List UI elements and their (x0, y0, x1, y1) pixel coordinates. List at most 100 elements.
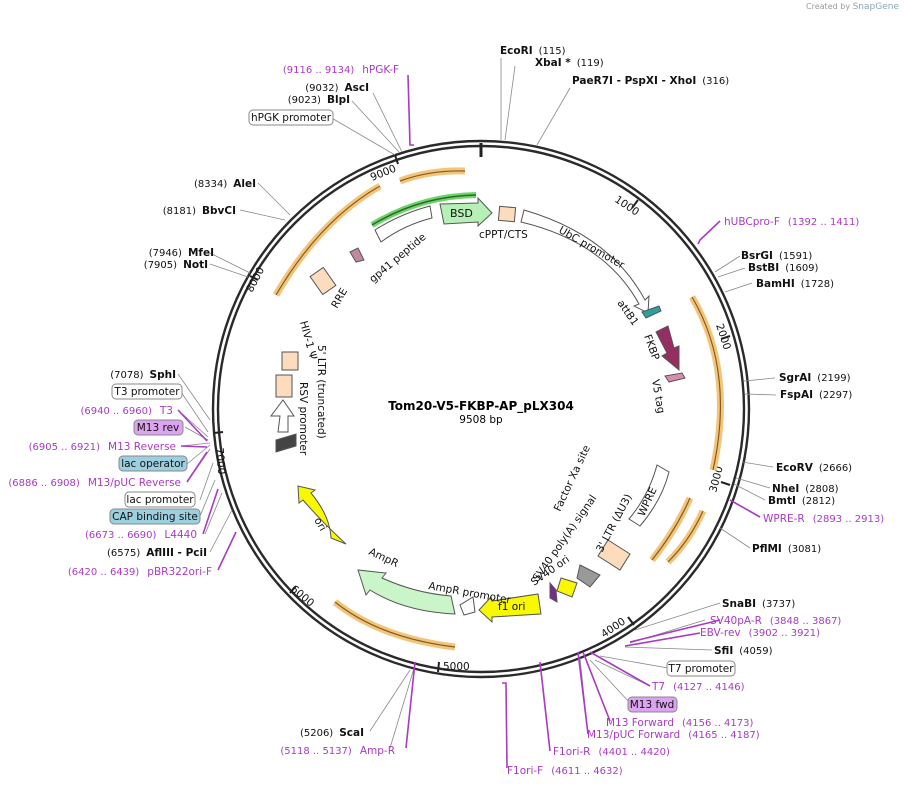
enzyme-labels-left: (5206)ScaI (6575)AflIII - PciI (7078)Sph… (107, 82, 369, 739)
primer-pbr322ori-f-pos: (6420 .. 6439) (68, 567, 140, 578)
svg-text:SV40pA-R(3848 .. 3867): SV40pA-R(3848 .. 3867) (710, 615, 841, 627)
orf-arcs (272, 167, 724, 651)
cap-site-label: CAP binding site (112, 511, 198, 523)
primer-hpgk-f: hPGK-F (362, 64, 399, 76)
svg-text:SnaBI(3737): SnaBI (3737) (722, 598, 795, 610)
m13-rev-box (133, 419, 184, 436)
hpgk-promoter-box (248, 109, 334, 126)
t3-arrow (177, 409, 208, 442)
svg-text:PflMI(3081): PflMI (3081) (752, 543, 821, 555)
primer-pbr322ori-f: pBR322ori-F (147, 566, 212, 578)
svg-text:M13 Forward(4156 .. 4173): M13 Forward(4156 .. 4173) (606, 717, 753, 729)
enzyme-fspai: FspAI (780, 389, 813, 401)
enzyme-sfii: SfiI (714, 645, 733, 657)
enzyme-ecori-pos: (115) (539, 46, 566, 57)
ring-ticks (213, 154, 731, 673)
rre-feature (309, 266, 337, 296)
tick-6000: 6000 (288, 583, 316, 609)
enzyme-xbai-pos: (119) (577, 58, 604, 69)
svg-text:BmtI(2812): BmtI(2812) (768, 495, 835, 507)
rsv-label: RSV promoter (297, 382, 309, 456)
svg-text:(5118 .. 5137)Amp-R: (5118 .. 5137)Amp-R (280, 745, 395, 757)
amp-r-arrow (405, 661, 416, 749)
ampr-promoter-feature (459, 596, 476, 616)
wpre-r-arrow (729, 499, 761, 518)
boxed-labels: hPGK promoter T7 promoter M13 fwd T3 pro… (109, 109, 736, 713)
svg-text:(7946)MfeI: (7946)MfeI (149, 247, 214, 259)
enzyme-bbvci: BbvCI (202, 205, 236, 217)
sv40ori-feature (556, 577, 578, 598)
t3-promoter-box (111, 383, 183, 400)
svg-text:(6673 .. 6690)L4440: (6673 .. 6690)L4440 (85, 529, 197, 541)
enzyme-pflmi: PflMI (752, 543, 782, 555)
ampr-feature (357, 569, 456, 615)
primer-f1ori-r-pos: (4401 .. 4420) (598, 747, 670, 758)
orf-arc-3 (649, 496, 694, 563)
primer-m13puc-reverse: M13/pUC Reverse (88, 477, 181, 489)
svg-text:(8334)AleI: (8334)AleI (194, 178, 256, 190)
gp41-feature (349, 247, 365, 263)
wpre-feature (628, 464, 670, 527)
lac-promoter-label: lac promoter (126, 494, 194, 506)
primer-t7-pos: (4127 .. 4146) (673, 682, 745, 693)
svg-text:XbaI *(119): XbaI *(119) (535, 57, 604, 69)
orf-arc-2 (688, 295, 724, 471)
enzyme-ecorv-pos: (2666) (819, 463, 852, 474)
enzyme-asci-pos: (9032) (305, 83, 338, 94)
primer-m13-reverse: M13 Reverse (108, 441, 176, 453)
enzyme-labels-right: EcoRI(115) XbaI *(119) PaeR7I - PspXI - … (500, 45, 852, 657)
cppt-feature (497, 205, 517, 223)
svg-text:BamHI(1728): BamHI(1728) (756, 278, 834, 290)
primer-labels-left: (9116 .. 9134)hPGK-F (5118 .. 5137)Amp-R… (8, 64, 399, 757)
bsd-arc-core (371, 194, 477, 226)
ori-feature (297, 485, 347, 545)
enzyme-ecori: EcoRI (500, 45, 533, 57)
m13-rev-label: M13 rev (137, 422, 180, 434)
primer-wpre-r-pos: (2893 .. 2913) (813, 514, 885, 525)
svg-text:FspAI(2297): FspAI(2297) (780, 389, 852, 401)
svg-text:(9023)BlpI: (9023)BlpI (288, 94, 350, 106)
rre-label: RRE (329, 286, 350, 310)
primer-m13puc-forward: M13/pUC Forward (587, 729, 680, 741)
svg-text:WPRE-R(2893 .. 2913): WPRE-R(2893 .. 2913) (763, 513, 884, 525)
primer-m13-forward: M13 Forward (606, 717, 674, 729)
svg-text:EBV-rev(3902 .. 3921): EBV-rev(3902 .. 3921) (700, 627, 820, 639)
enzyme-pflmi-pos: (3081) (788, 544, 821, 555)
enzyme-bsrgi: BsrGI (741, 250, 773, 262)
svg-text:M13/pUC Forward(4165 .. 4187): M13/pUC Forward(4165 .. 4187) (587, 729, 760, 741)
t7-arrow (589, 651, 651, 687)
enzyme-noti-pos: (7905) (144, 260, 177, 271)
backbone (211, 139, 751, 679)
svg-text:(6940 .. 6960)T3: (6940 .. 6960)T3 (80, 405, 173, 417)
primer-hubcpro-f-pos: (1392 .. 1411) (788, 217, 860, 228)
enzyme-scai-pos: (5206) (300, 728, 333, 739)
lac-promoter-box (124, 491, 196, 508)
primer-m13-reverse-pos: (6905 .. 6921) (29, 442, 101, 453)
enzyme-mfei-pos: (7946) (149, 248, 182, 259)
m13-fwd-box (627, 696, 678, 713)
m13-fwd-label: M13 fwd (630, 699, 675, 711)
enzyme-asci: AscI (344, 82, 369, 94)
enzyme-scai: ScaI (339, 727, 364, 739)
t7-promoter-label: T7 promoter (667, 663, 734, 675)
orf-arc-5-core (334, 601, 456, 648)
enzyme-bsrgi-pos: (1591) (779, 251, 812, 262)
orf-arc-1-core (399, 170, 466, 182)
primer-hubcpro-f: hUBCpro-F (724, 216, 780, 228)
enzyme-snabi: SnaBI (722, 598, 756, 610)
ebv-rev-arrow (624, 632, 701, 647)
enzyme-sfii-pos: (4059) (739, 646, 772, 657)
enzyme-bmti: BmtI (768, 495, 796, 507)
hiv-psi-feature (281, 351, 299, 371)
enzyme-snabi-pos: (3737) (762, 599, 795, 610)
fkbp-feature (655, 325, 680, 372)
svg-text:(9032)AscI: (9032) AscI (305, 82, 369, 94)
enzyme-alei-pos: (8334) (194, 179, 227, 190)
enzyme-nhei-pos: (2808) (805, 484, 838, 495)
primer-t3: T3 (159, 405, 173, 417)
enzyme-sphi-pos: (7078) (110, 370, 143, 381)
enzyme-bstbi-pos: (1609) (785, 263, 818, 274)
hpgk-promoter-label: hPGK promoter (251, 112, 332, 124)
svg-text:(6575)AflIII - PciI: (6575)AflIII - PciI (107, 547, 207, 559)
